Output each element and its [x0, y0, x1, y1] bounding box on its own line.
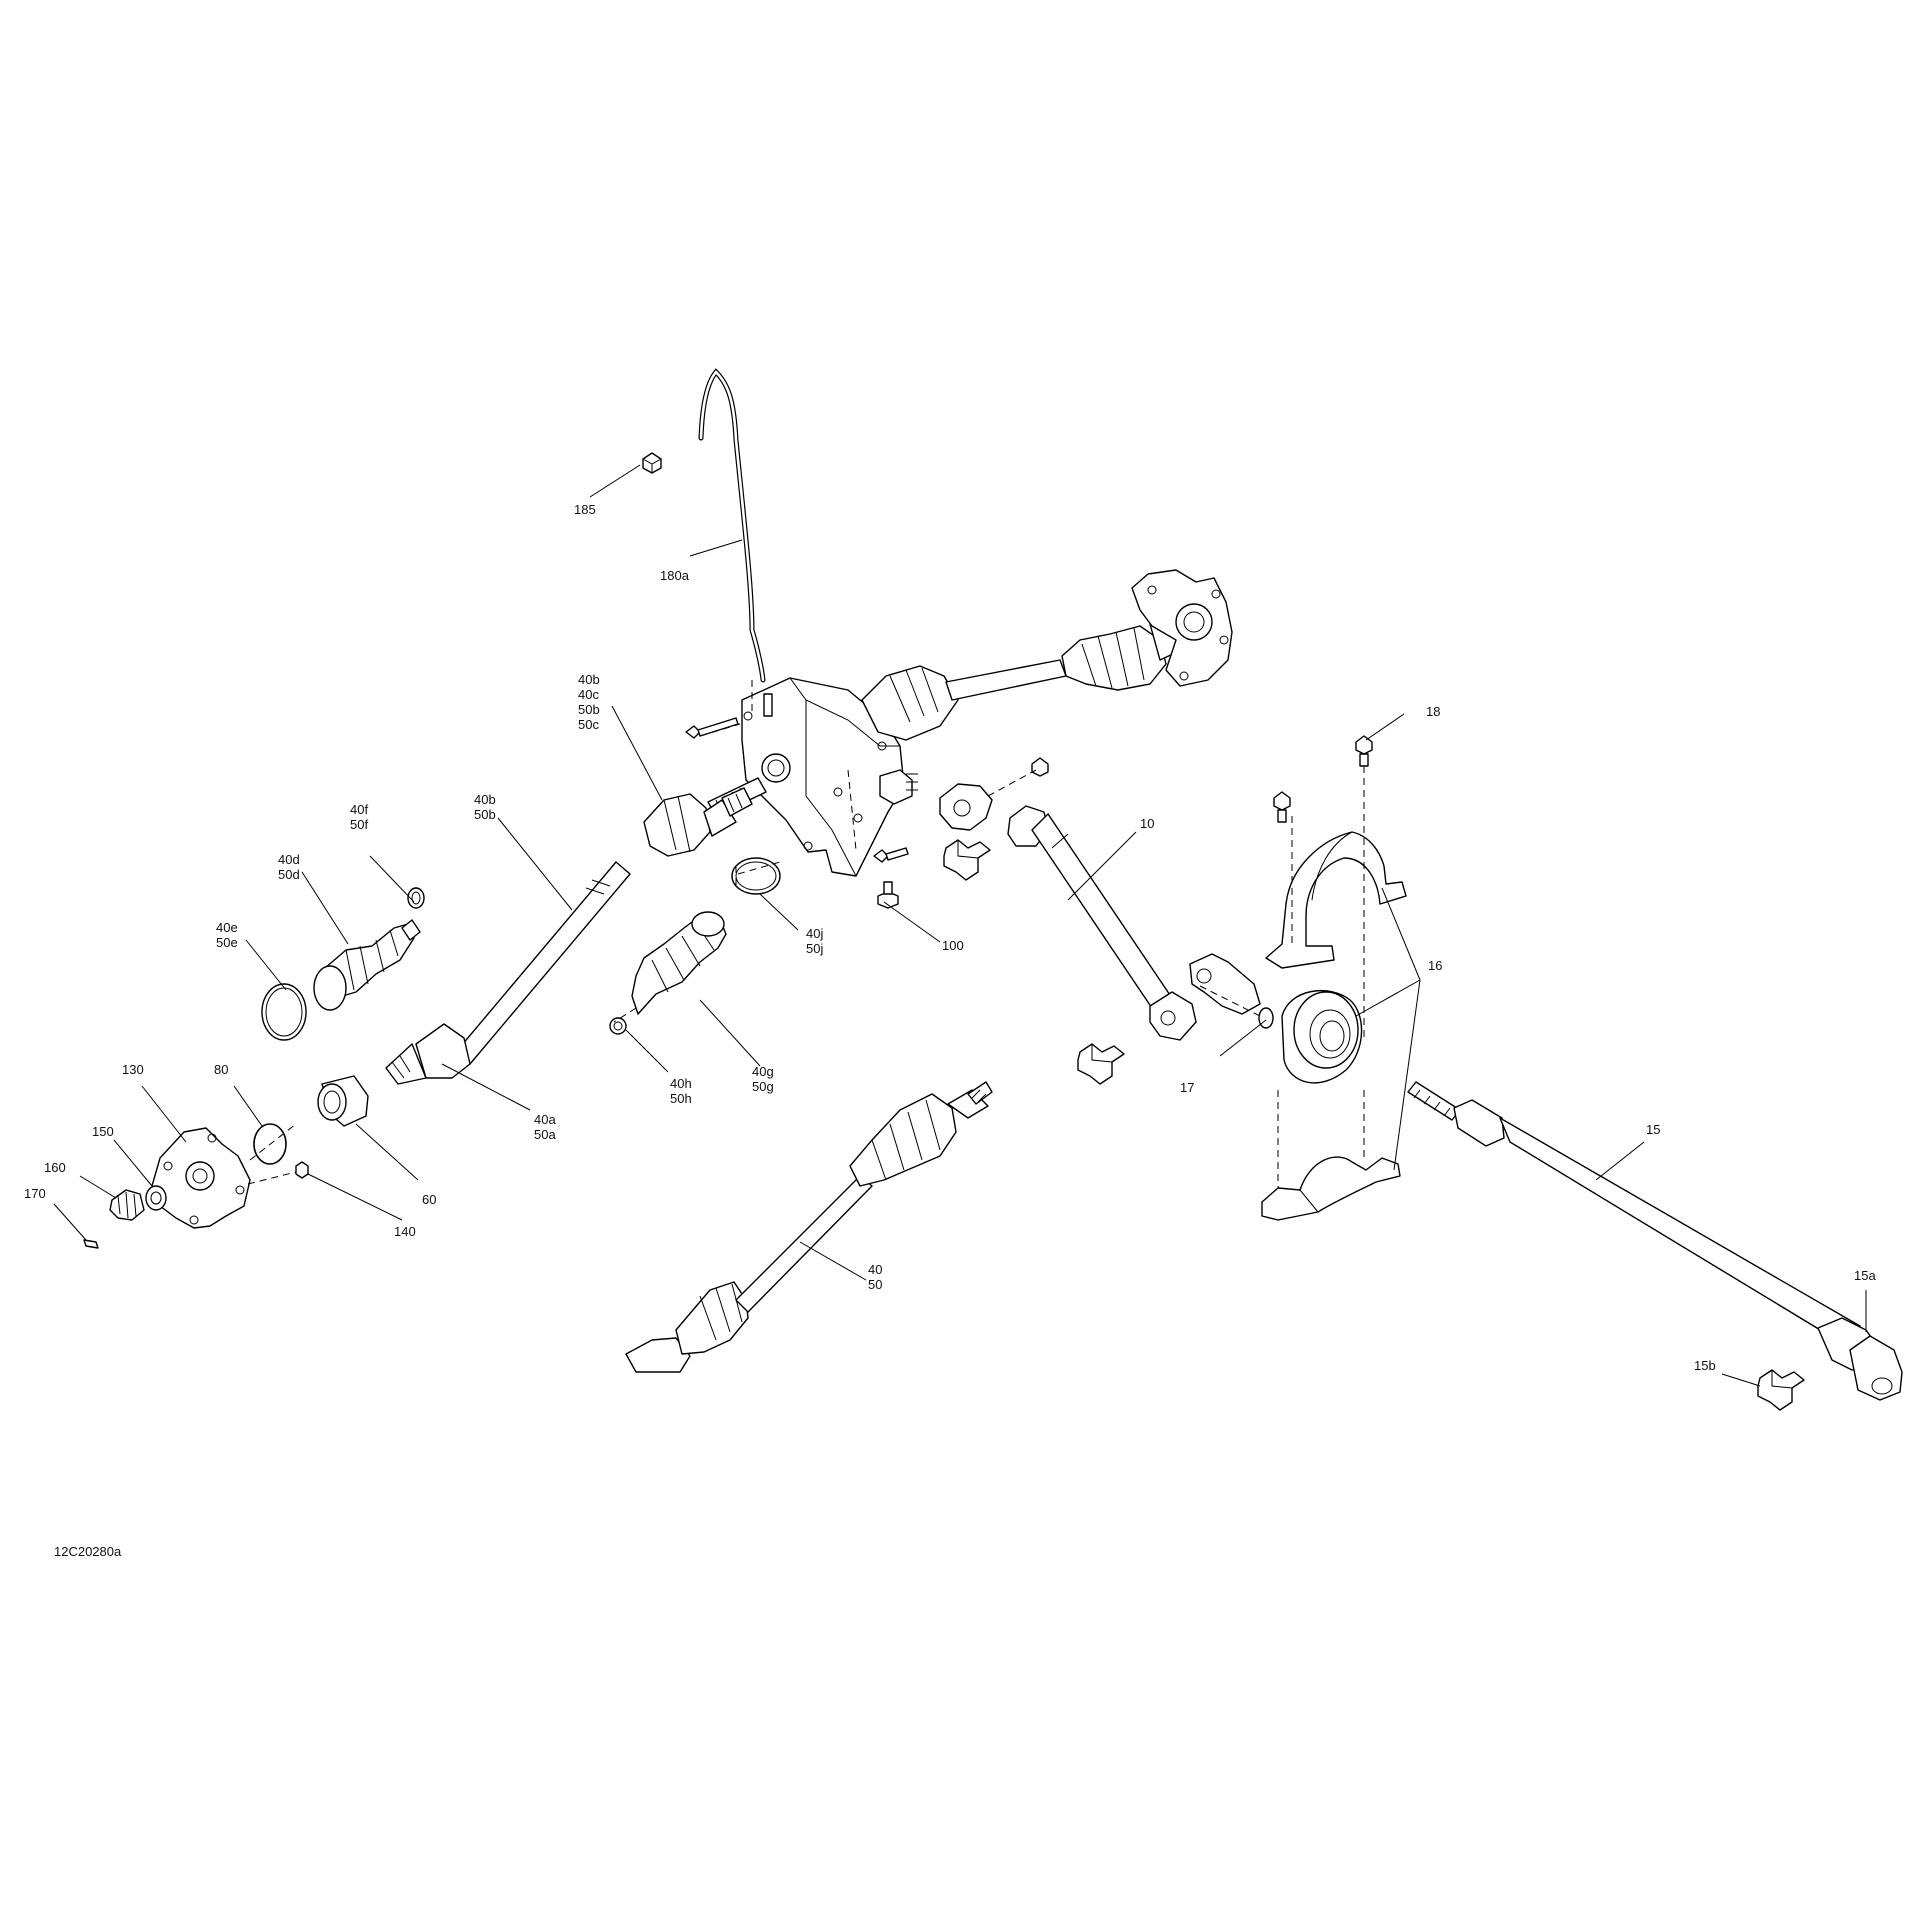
- part-40d-boot: [313, 919, 421, 1011]
- callout-140: 140: [394, 1224, 416, 1239]
- callout-160: 160: [44, 1160, 66, 1175]
- callout-15: 15: [1646, 1122, 1660, 1137]
- callout-16: 16: [1428, 958, 1442, 973]
- part-150-washer: [145, 1185, 167, 1211]
- callout-130: 130: [122, 1062, 144, 1077]
- callout-180a: 180a: [660, 568, 690, 583]
- part-40-complete-driveshaft: [625, 1081, 993, 1373]
- part-16-lower-bracket: [1261, 1156, 1401, 1221]
- assembly-guide-lines: [247, 680, 1365, 1188]
- callout-10: 10: [1140, 816, 1154, 831]
- callout-60: 60: [422, 1192, 436, 1207]
- part-10-propeller-shaft: [1007, 805, 1197, 1041]
- callout-18: 18: [1426, 704, 1440, 719]
- callout-15a: 15a: [1854, 1268, 1876, 1283]
- callout-40b-50b: 40b 50b: [474, 792, 499, 822]
- part-mid-yoke: [1189, 953, 1261, 1015]
- part-17-ring: [1258, 1007, 1274, 1029]
- callout-80: 80: [214, 1062, 228, 1077]
- part-40h-small-clamp: [609, 1017, 627, 1035]
- callout-40g-50g: 40g 50g: [752, 1064, 777, 1094]
- part-40f-small-clamp: [407, 887, 425, 909]
- callout-40j-50j: 40j 50j: [806, 926, 827, 956]
- part-16-upper-bracket: [1265, 831, 1407, 969]
- part-upper-right-driveshaft: [861, 617, 1191, 741]
- part-60-bearing-sleeve: [317, 1075, 369, 1127]
- part-180a-vent-hose: [698, 368, 766, 683]
- part-diff-bolts: [685, 717, 1049, 909]
- callout-100: 100: [942, 938, 964, 953]
- part-40j-clamp: [731, 857, 781, 895]
- part-160-castle-nut: [109, 1189, 145, 1221]
- part-16-support-bearing: [1281, 989, 1363, 1084]
- callout-40f-50f: 40f 50f: [350, 802, 372, 832]
- part-140-stud: [295, 1161, 309, 1179]
- part-80-circlip: [253, 1123, 287, 1165]
- callout-40-50: 40 50: [868, 1262, 886, 1292]
- part-170-cotter-pin: [83, 1239, 99, 1249]
- callout-150: 150: [92, 1124, 114, 1139]
- part-185-clip: [642, 452, 662, 474]
- callout-17: 17: [1180, 1080, 1194, 1095]
- callout-15b: 15b: [1694, 1358, 1716, 1373]
- part-40b-inner-shaft: [385, 861, 631, 1085]
- part-130-wheel-hub: [151, 1127, 251, 1229]
- part-u-joint-cross-15b: [1757, 1369, 1805, 1411]
- drawing-code: 12C20280a: [54, 1544, 122, 1559]
- callout-labels: 185 180a 40b 40c 50b 50c 40b 50b 40f 50f…: [24, 502, 1876, 1373]
- callout-leader-lines: [53, 464, 1867, 1387]
- part-40a-cv-joint: [643, 787, 753, 857]
- part-front-differential-housing: [741, 677, 918, 877]
- part-upper-right-flange: [1131, 569, 1233, 687]
- part-diff-output-yoke: [939, 783, 993, 831]
- callout-40a-50a: 40a 50a: [534, 1112, 559, 1142]
- callout-40b-40c-50b-50c: 40b 40c 50b 50c: [578, 672, 603, 732]
- part-u-joint-cross-upper: [943, 839, 991, 881]
- part-u-joint-cross-mid: [1077, 1043, 1125, 1085]
- part-40g-boot: [631, 911, 727, 1015]
- callout-40d-50d: 40d 50d: [278, 852, 303, 882]
- callout-170: 170: [24, 1186, 46, 1201]
- part-15-rear-propeller-shaft: [1407, 1081, 1903, 1401]
- callout-185: 185: [574, 502, 596, 517]
- callout-40e-50e: 40e 50e: [216, 920, 241, 950]
- callout-40h-50h: 40h 50h: [670, 1076, 695, 1106]
- part-16-bracket-bolts: [1273, 735, 1373, 823]
- part-40e-clamp: [261, 983, 307, 1041]
